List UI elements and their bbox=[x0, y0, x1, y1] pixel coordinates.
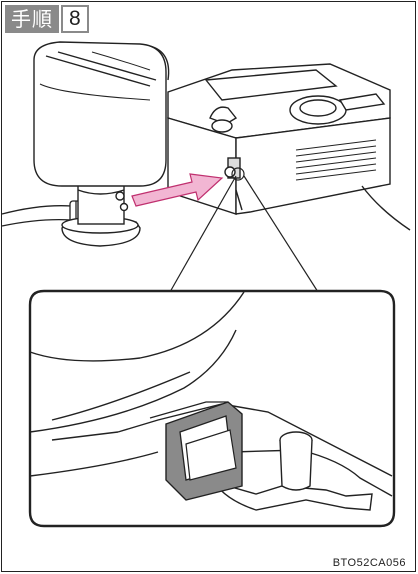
compressor bbox=[168, 64, 410, 230]
figure-code: BTO52CA056 bbox=[333, 557, 406, 569]
sealant-bottle bbox=[34, 42, 169, 246]
detail-view bbox=[30, 291, 394, 526]
